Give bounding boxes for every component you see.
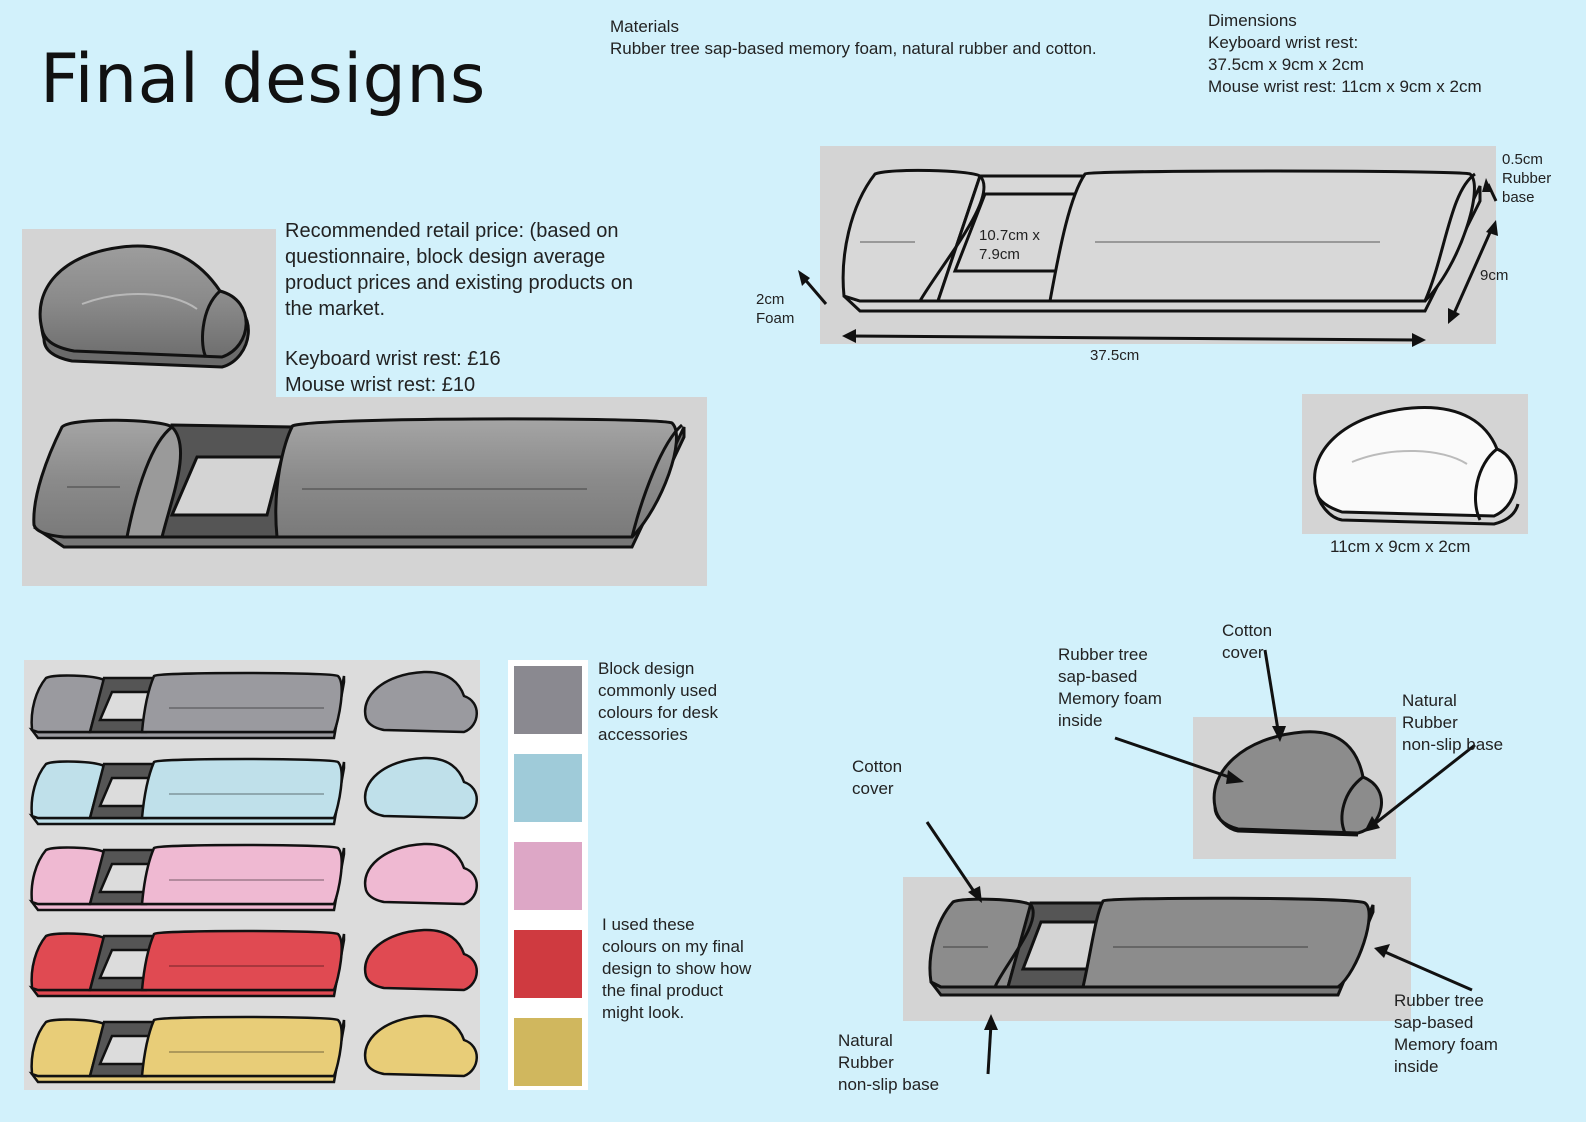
page-title: Final designs [40, 40, 486, 119]
annotation-cotton-cover-mouse: Cotton cover [1222, 621, 1273, 662]
colour-variant-blue [28, 756, 478, 826]
swatch-blue [514, 754, 582, 822]
price-mouse: Mouse wrist rest: £10 [285, 374, 476, 396]
dimensions-keyboard-label: Keyboard wrist rest: [1208, 33, 1359, 52]
materials-heading: Materials [610, 17, 679, 36]
keyboard-rest-render [32, 417, 686, 549]
colour-variant-yellow [28, 1014, 478, 1084]
annotation-rubber-base-mouse: Natural Rubber non-slip base [1402, 691, 1504, 754]
colour-note-2: I used these colours on my final design … [602, 915, 752, 1022]
annotation-rubber-base-keyboard: Natural Rubber non-slip base [838, 1031, 940, 1094]
swatch-pink [514, 842, 582, 910]
dimensions-heading: Dimensions [1208, 11, 1297, 30]
swatch-red [514, 930, 582, 998]
dimensions-keyboard-size: 37.5cm x 9cm x 2cm [1208, 55, 1364, 74]
colour-variants [28, 670, 478, 1084]
pricing-intro: Recommended retail price: (based on ques… [285, 220, 633, 320]
pricing-block: Recommended retail price: (based on ques… [285, 218, 665, 398]
colour-variant-pink [28, 842, 478, 912]
mouse-rest-render [38, 244, 250, 369]
dimensions-mouse-size: Mouse wrist rest: 11cm x 9cm x 2cm [1208, 77, 1482, 96]
depth-label: 9cm [1480, 267, 1509, 284]
colour-variant-grey [28, 670, 478, 740]
materials-block: Materials Rubber tree sap-based memory f… [610, 16, 1130, 60]
materials-text: Rubber tree sap-based memory foam, natur… [610, 39, 1097, 58]
swatch-grey [514, 666, 582, 734]
colour-variant-red [28, 928, 478, 998]
mouse-outline-drawing [1313, 405, 1520, 526]
rubber-base-label: 0.5cm Rubber base [1502, 151, 1552, 206]
length-label: 37.5cm [1090, 347, 1140, 364]
opening-size-label: 10.7cm x 7.9cm [979, 227, 1040, 263]
swatch-yellow [514, 1018, 582, 1086]
foam-label: 2cm Foam [756, 291, 795, 327]
dimensions-block: Dimensions Keyboard wrist rest: 37.5cm x… [1208, 10, 1578, 98]
annotation-memory-foam-keyboard: Rubber tree sap-based Memory foam inside [1394, 991, 1498, 1076]
annotation-memory-foam-mouse: Rubber tree sap-based Memory foam inside [1058, 645, 1162, 730]
annotated-mouse-render [1212, 730, 1383, 837]
annotated-keyboard-render [928, 896, 1375, 997]
dimension-diagram [798, 168, 1498, 347]
annotation-cotton-cover-keyboard: Cotton cover [852, 757, 903, 798]
mouse-size-label: 11cm x 9cm x 2cm [1330, 537, 1471, 556]
price-keyboard: Keyboard wrist rest: £16 [285, 348, 501, 370]
colour-note-1: Block design commonly used colours for d… [598, 659, 718, 744]
